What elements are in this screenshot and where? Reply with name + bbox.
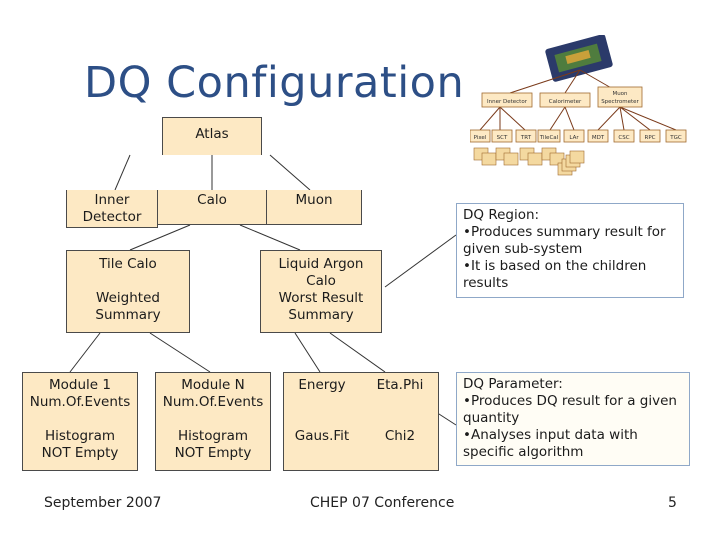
mini-leaf-lar: LAr — [569, 135, 579, 141]
mini-leaf-tgc: TGC — [669, 135, 682, 141]
node-inner-detector: Inner Detector — [66, 190, 158, 228]
footer-conference: CHEP 07 Conference — [310, 495, 455, 511]
callout-dq-region: DQ Region: •Produces summary result for … — [456, 203, 684, 298]
node-calo: Calo — [158, 190, 266, 225]
node-module-n: Module N Num.Of.Events Histogram NOT Emp… — [155, 372, 271, 471]
footer-page-number: 5 — [668, 495, 677, 511]
mini-top-muon-2: Spectrometer — [601, 99, 639, 105]
mini-leaf-pixel: Pixel — [474, 135, 487, 141]
node-energy: Energy Eta.Phi Gaus.Fit Chi2 — [283, 372, 439, 471]
node-tile-calo: Tile Calo Weighted Summary — [66, 250, 190, 333]
atlas-mini-tree: Inner Detector Calorimeter Muon Spectrom… — [470, 35, 687, 176]
mini-leaf-trt: TRT — [520, 135, 532, 141]
node-muon: Muon — [266, 190, 362, 225]
mini-leaf-csc: CSC — [618, 135, 629, 141]
mini-top-inner: Inner Detector — [487, 99, 528, 105]
mini-top-muon-1: Muon — [612, 91, 628, 97]
node-module-1: Module 1 Num.Of.Events Histogram NOT Emp… — [22, 372, 138, 471]
node-atlas: Atlas — [162, 117, 262, 155]
detector-image — [545, 35, 613, 82]
footer-date: September 2007 — [44, 495, 162, 511]
mini-leaf-tilecal: TileCal — [539, 135, 559, 141]
mini-leaf-rpc: RPC — [645, 135, 656, 141]
slide-title: DQ Configuration — [84, 58, 465, 108]
mini-top-calo: Calorimeter — [549, 99, 582, 105]
node-liquid-argon: Liquid Argon Calo Worst Result Summary — [260, 250, 382, 333]
callout-dq-parameter: DQ Parameter: •Produces DQ result for a … — [456, 372, 690, 466]
mini-leaf-sct: SCT — [497, 135, 508, 141]
mini-leaf-mdt: MDT — [592, 135, 605, 141]
